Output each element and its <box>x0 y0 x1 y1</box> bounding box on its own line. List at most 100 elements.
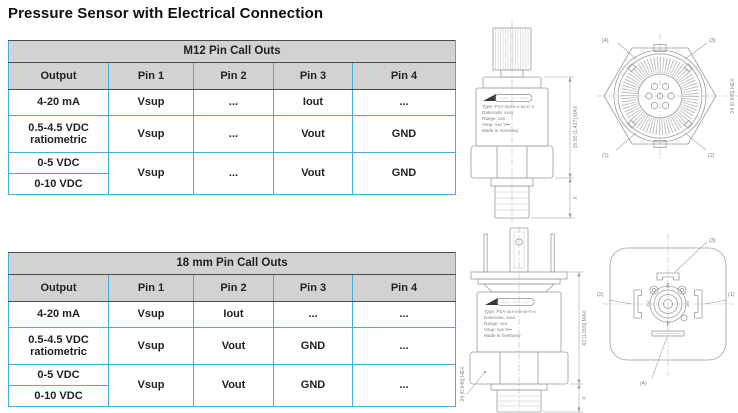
table-row: M12 Pin Call Outs <box>8 40 456 63</box>
key-tabs <box>627 63 693 129</box>
pin <box>645 92 653 100</box>
leader-line <box>617 42 637 60</box>
nameplate-range: Range: xxx <box>484 321 508 326</box>
pin-callout-1: (1) <box>602 153 609 159</box>
brand-logo-icon <box>485 298 535 306</box>
table-title: 18 mm Pin Call Outs <box>8 252 456 275</box>
pin-callout-3: (3) <box>709 238 716 244</box>
thread-hatch-ring <box>621 57 699 135</box>
leader-line <box>684 132 707 151</box>
table-cell: Vsup <box>108 327 194 365</box>
pin-callout-2: (2) <box>597 292 604 298</box>
extension-lines <box>531 76 574 219</box>
blade-pin1 <box>694 289 703 319</box>
pressure-port <box>494 185 530 219</box>
table-row: 0-10 VDC <box>8 385 456 407</box>
blade-pin4 <box>651 330 685 337</box>
leader-line <box>651 336 668 379</box>
pin-callout-3: (3) <box>709 38 716 44</box>
table-title: M12 Pin Call Outs <box>8 40 456 63</box>
nameplate-type: Type: P1A-xxx-x-x-xx-C-x <box>482 104 535 109</box>
table-cell: Iout <box>193 301 274 328</box>
blade-terminal-right <box>550 233 555 273</box>
table-cell: Vsup <box>108 364 194 407</box>
engraved-digit-1: 1 <box>686 300 690 307</box>
table-cell: GND <box>352 115 456 153</box>
hex-dimension-text: 24 [0.945] HEX <box>730 78 736 114</box>
table-row: 18 mm Pin Call Outs <box>8 252 456 275</box>
page-title: Pressure Sensor with Electrical Connecti… <box>8 5 324 22</box>
table-row: 0-10 VDC <box>8 173 456 195</box>
port-threads <box>495 191 529 211</box>
fixing-hole <box>649 285 659 295</box>
table-cell: Vsup <box>108 89 194 116</box>
pin-callout-2: (2) <box>708 153 715 159</box>
table-row: 0.5-4.5 VDC ratiometric Vsup ... Vout GN… <box>8 115 456 153</box>
nameplate-datecode: Datecode: xxxx <box>484 315 516 320</box>
center-port <box>653 289 683 319</box>
nameplate-type: Type: P1A-xxx-x-x-xx-A-x <box>484 309 537 314</box>
table-row: Output Pin 1 Pin 2 Pin 3 Pin 4 <box>8 62 456 90</box>
fixing-hole <box>651 287 657 293</box>
table-cell: ... <box>352 89 456 116</box>
table-cell: 0-10 VDC <box>8 385 109 407</box>
nameplate-vsup: Vsup: xxx V⎓ <box>482 122 510 127</box>
column-header: Pin 2 <box>193 62 274 90</box>
extension-lines <box>543 271 583 413</box>
leader-line <box>703 299 728 305</box>
leader-line <box>608 299 633 305</box>
nameplate-origin: Made in Germany <box>482 128 519 133</box>
dimension-text-port: X <box>582 396 588 400</box>
insert-circle <box>637 73 683 119</box>
table-cell: Vout <box>193 327 274 365</box>
blade-pin2 <box>633 289 642 319</box>
table-cell: 0-5 VDC <box>8 364 109 386</box>
leader-dot <box>484 371 486 373</box>
dimension-text-overall: 43 [1.693] MAX <box>582 310 588 346</box>
table-row: 0-5 VDC Vsup Vout GND ... <box>8 364 456 407</box>
table-cell: Vsup <box>108 115 194 153</box>
m12-pin-callouts-table: M12 Pin Call Outs Output Pin 1 Pin 2 Pin… <box>8 40 456 195</box>
table-cell: 0.5-4.5 VDC ratiometric <box>8 327 109 365</box>
center-port <box>649 285 687 323</box>
column-header: Pin 1 <box>108 274 194 302</box>
connector-ring-inner <box>617 53 703 139</box>
table-cell: GND <box>273 327 353 365</box>
column-header: Pin 3 <box>273 274 353 302</box>
table-cell: Vout <box>273 115 353 153</box>
table-cell: 0-10 VDC <box>8 173 109 195</box>
pin-callout-4: (4) <box>602 38 609 44</box>
table-cell: Vout <box>273 152 353 195</box>
table-cell: Iout <box>273 89 353 116</box>
table-cell: ... <box>273 301 353 328</box>
terminal-hole <box>515 238 523 246</box>
m12-connector-face-view-drawing: (4) (3) (1) (2) 24 [0.945] HEX <box>594 28 738 166</box>
18mm-pin-callouts-table: 18 mm Pin Call Outs Output Pin 1 Pin 2 P… <box>8 252 456 407</box>
pin <box>650 82 659 91</box>
fixing-hole <box>679 287 685 293</box>
leader-line <box>674 241 708 273</box>
column-header: Pin 4 <box>352 274 456 302</box>
engraved-digit-3: 3 <box>666 281 670 288</box>
table-cell: 0-5 VDC <box>8 152 109 174</box>
leader-line <box>466 371 486 395</box>
column-header: Output <box>8 274 109 302</box>
table-cell: Vsup <box>108 152 194 195</box>
brand-logo-icon <box>483 94 533 102</box>
table-cell: ... <box>352 301 456 328</box>
nameplate-origin: Made in Germany <box>484 333 521 338</box>
column-header: Output <box>8 62 109 90</box>
table-cell: 0.5-4.5 VDC ratiometric <box>8 115 109 153</box>
leader-line <box>684 42 708 60</box>
blade-terminal-left <box>483 233 488 273</box>
center-port <box>658 294 678 314</box>
hex-outline <box>603 47 717 145</box>
nameplate-vsup: Vsup: xxx V⎓ <box>484 327 512 332</box>
table-cell: ... <box>193 115 274 153</box>
table-cell: 4-20 mA <box>8 301 109 328</box>
blade-pin3 <box>656 272 680 281</box>
engraved-digit-2: 2 <box>646 300 650 307</box>
connector-housing-outline <box>609 247 727 361</box>
table-row: 4-20 mA Vsup ... Iout ... <box>8 89 456 116</box>
pin <box>661 82 670 91</box>
